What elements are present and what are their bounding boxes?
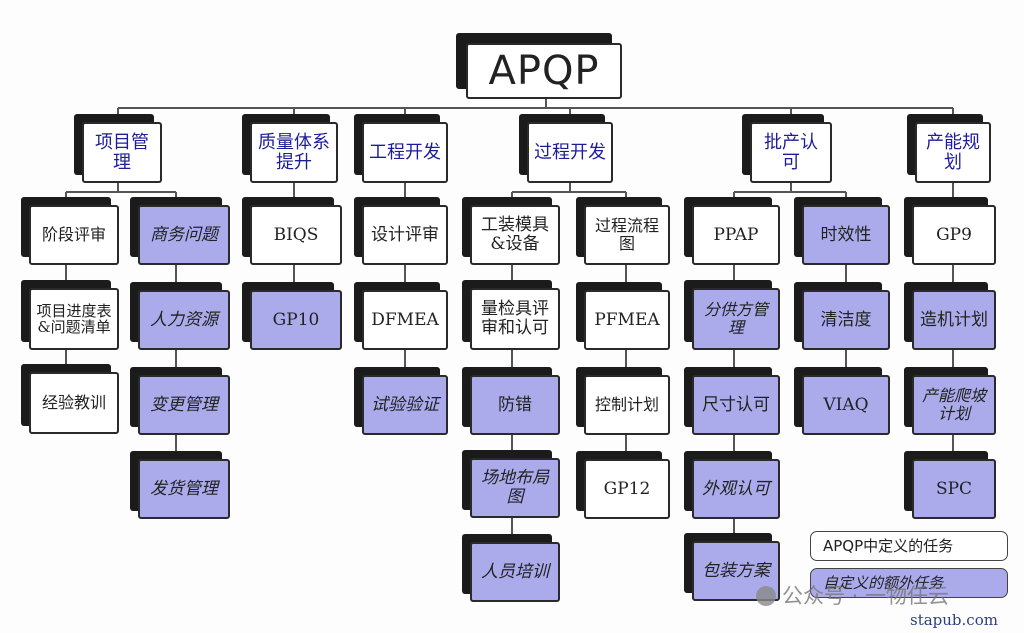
task-lessons-learned: 经验教训	[29, 372, 119, 434]
task-dimensional-approval: 尺寸认可	[692, 375, 780, 435]
task-schedule-issue-list: 项目进度表&问题清单	[29, 288, 119, 350]
task-supplier-management: 分供方管理	[692, 288, 780, 350]
task-tooling-equipment: 工装模具&设备	[470, 205, 560, 265]
root-node-apqp: APQP	[466, 43, 622, 99]
task-packaging-plan: 包装方案	[692, 541, 780, 601]
task-stage-review: 阶段评审	[29, 205, 119, 265]
category-project-management: 项目管理	[82, 122, 162, 183]
task-capacity-ramp-plan: 产能爬坡计划	[912, 375, 996, 435]
task-human-resources: 人力资源	[138, 290, 230, 350]
watermark: 公众号 · 一物任云	[756, 580, 949, 610]
task-pfmea: PFMEA	[584, 290, 670, 350]
task-gp9: GP9	[912, 205, 996, 265]
task-dfmea: DFMEA	[362, 290, 448, 350]
task-staff-training: 人员培训	[470, 542, 560, 602]
task-ppap: PPAP	[692, 205, 780, 265]
task-error-proofing: 防错	[470, 375, 560, 435]
task-site-layout: 场地布局图	[470, 458, 560, 518]
task-cleanliness: 清洁度	[802, 290, 890, 350]
task-gp12: GP12	[584, 459, 670, 519]
task-appearance-approval: 外观认可	[692, 459, 780, 519]
task-control-plan: 控制计划	[584, 375, 670, 435]
task-commercial-issues: 商务问题	[138, 205, 230, 265]
legend-defined-tasks: APQP中定义的任务	[810, 531, 1008, 561]
task-process-flow-chart: 过程流程图	[584, 205, 670, 265]
task-gp10: GP10	[250, 290, 342, 350]
task-test-validation: 试验验证	[362, 375, 448, 435]
task-viaq: VIAQ	[802, 375, 890, 435]
wechat-icon	[756, 586, 776, 606]
task-shipping-management: 发货管理	[138, 459, 230, 519]
legend-additional-tasks: 自定义的额外任务	[810, 568, 1008, 598]
task-spc: SPC	[912, 459, 996, 519]
site-watermark: stapub.com	[910, 611, 998, 629]
task-change-management: 变更管理	[138, 375, 230, 435]
task-design-review: 设计评审	[362, 205, 448, 265]
category-quality-system: 质量体系提升	[250, 122, 338, 183]
category-production-approval: 批产认可	[750, 122, 832, 183]
category-engineering-development: 工程开发	[362, 122, 448, 183]
task-biqs: BIQS	[250, 205, 342, 265]
task-build-plan: 造机计划	[912, 290, 996, 350]
category-capacity-planning: 产能规划	[915, 122, 991, 183]
task-timeliness: 时效性	[802, 205, 890, 265]
task-gauge-review: 量检具评审和认可	[470, 288, 560, 350]
category-process-development: 过程开发	[527, 122, 613, 183]
